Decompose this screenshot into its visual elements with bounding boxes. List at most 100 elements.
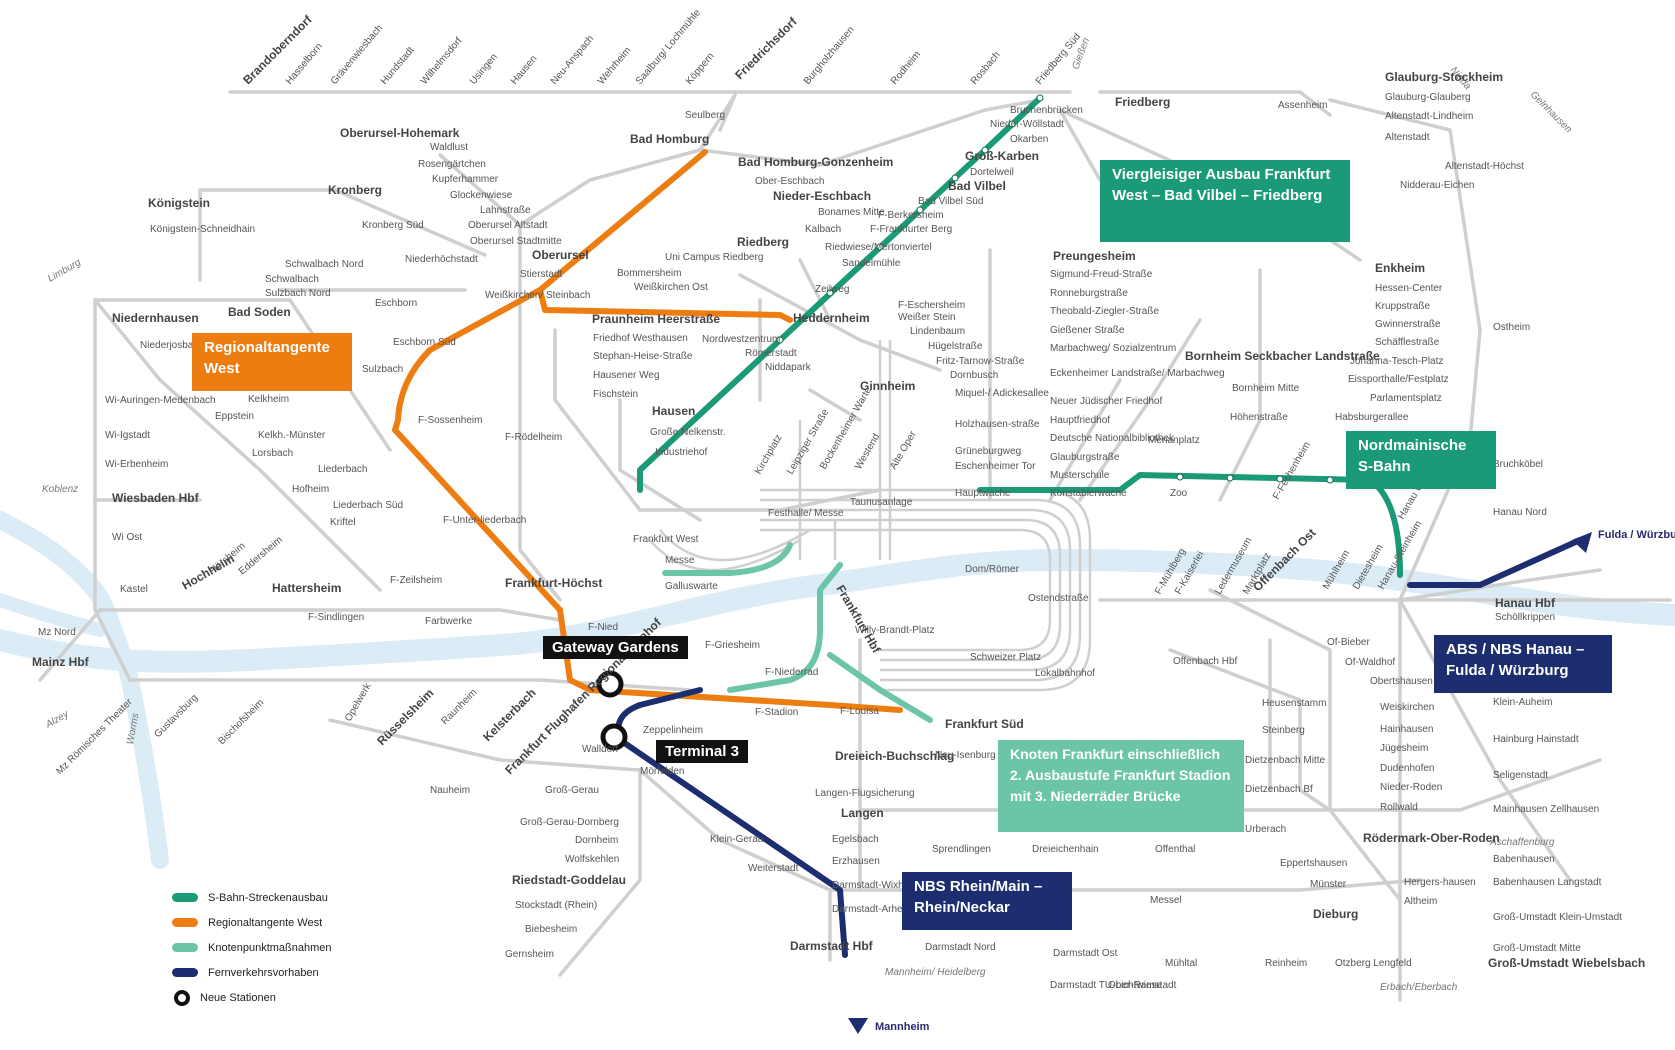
station-dietzenbach-mitte: Dietzenbach Mitte: [1245, 755, 1325, 766]
station-lorsbach: Lorsbach: [252, 448, 293, 459]
project-viergleisig-box[interactable]: Viergleisiger Ausbau Frankfurt West – Ba…: [1100, 160, 1350, 242]
station-hausen: Hausen: [652, 404, 695, 418]
station-alte-oper: Alte Oper: [888, 429, 919, 472]
station-bruchenbruecken: Bruchenbrücken: [1010, 105, 1083, 116]
station-parlamentsplatz: Parlamentsplatz: [1370, 393, 1442, 404]
station-johanna-tesch: Johanna-Tesch-Platz: [1350, 356, 1443, 367]
station-stockstadt: Stockstadt (Rhein): [515, 900, 597, 911]
station-arheilgen: Darmstadt-Arheilgen: [832, 904, 924, 915]
station-niederjosbach: Niederjosbach: [140, 340, 204, 351]
station-nidderau-eichen: Nidderau-Eichen: [1400, 180, 1475, 191]
station-hundstadt: Hundstadt: [379, 45, 417, 87]
station-bornheim: Bornheim Seckbacher Landstraße: [1185, 349, 1380, 363]
station-habsburgerallee: Habsburgerallee: [1335, 412, 1409, 423]
station-wi-igstadt: Wi-Igstadt: [105, 430, 150, 441]
station-eschersheim: F-Eschersheim: [898, 300, 965, 311]
station-industriehof: Industriehof: [655, 447, 707, 458]
station-f-sindlingen: F-Sindlingen: [308, 612, 364, 623]
legend-label-neu: Neue Stationen: [200, 991, 276, 1004]
river-main: [0, 548, 1675, 673]
station-kleingerau: Klein-Gerau: [710, 834, 763, 845]
legend-swatch-fern: [172, 968, 198, 977]
mannheim-arrow-icon: [848, 1018, 868, 1034]
station-hausen-ts: Hausen: [509, 53, 540, 86]
station-gonzenheim: Bad Homburg-Gonzenheim: [738, 155, 893, 169]
station-fechenheim: F-Fechenheim: [1271, 440, 1313, 501]
knoten-lines: [662, 542, 933, 723]
station-grueneburgweg: Grüneburgweg: [955, 446, 1021, 457]
station-dot: [1226, 474, 1234, 482]
station-dot: [1176, 473, 1184, 481]
station-hauptwache: Hauptwache: [955, 488, 1011, 499]
station-sandelmuehle: Sandelmühle: [842, 258, 901, 269]
station-miquel: Miquel-/ Adickesallee: [955, 388, 1049, 399]
station-friedberg: Friedberg: [1115, 95, 1170, 109]
station-messe: Messe: [665, 555, 695, 566]
station-dot: [916, 206, 924, 214]
station-willy-brandt: Willy-Brandt-Platz: [855, 625, 934, 636]
station-darmstadt-ost: Darmstadt Ost: [1053, 948, 1118, 959]
station-altheim: Altheim: [1404, 896, 1437, 907]
station-wi-auringen: Wi-Auringen-Medenbach: [105, 395, 216, 406]
station-eppertshausen: Eppertshausen: [1280, 858, 1347, 869]
station-babenhausen: Babenhausen: [1493, 854, 1555, 865]
legend-label-regional: Regionaltangente West: [208, 916, 323, 929]
central-tracks: [649, 340, 1092, 692]
station-ginnheim: Ginnheim: [860, 379, 915, 393]
station-gross-umstadt-klein: Groß-Umstadt Klein-Umstadt: [1493, 912, 1622, 923]
station-opelwerk: Opelwerk: [343, 681, 374, 724]
station-wiesbaden: Wiesbaden Hbf: [112, 491, 200, 505]
station-niddapark: Niddapark: [765, 362, 812, 373]
station-eddersheim: Eddersheim: [237, 535, 285, 578]
new-station-terminal3-ring[interactable]: [600, 723, 628, 751]
project-knoten-box[interactable]: Knoten Frankfurt einschließlich 2. Ausba…: [998, 740, 1244, 832]
station-dornberg: Groß-Gerau-Dornberg: [520, 817, 619, 828]
station-wixhausen: Darmstadt-Wixhausen: [832, 880, 931, 891]
new-station-gateway-ring[interactable]: [596, 670, 624, 698]
station-giessener: Gießener Straße: [1050, 325, 1125, 336]
station-westend: Westend: [853, 432, 882, 472]
station-hoechst: Frankfurt-Höchst: [505, 576, 602, 590]
station-egelsbach: Egelsbach: [832, 834, 879, 845]
station-seligenstadt: Seligenstadt: [1493, 770, 1548, 781]
station-hausener-weg: Hausener Weg: [593, 370, 660, 381]
project-nordmainische-box[interactable]: Nordmainische S-Bahn: [1346, 431, 1496, 489]
station-dortelweil: Dortelweil: [970, 167, 1014, 178]
station-bad-vilbel: Bad Vilbel: [948, 179, 1006, 193]
station-zoo: Zoo: [1170, 488, 1188, 499]
station-uni-campus: Uni Campus Riedberg: [665, 252, 763, 263]
station-louisa: F-Louisa: [840, 706, 879, 717]
station-stadion: F-Stadion: [755, 707, 798, 718]
station-schwalbach: Schwalbach: [265, 274, 319, 285]
station-juegesheim: Jügesheim: [1380, 743, 1428, 754]
project-knoten-label: Knoten Frankfurt einschließlich 2. Ausba…: [1010, 746, 1231, 804]
station-biebesheim: Biebesheim: [525, 924, 577, 935]
station-neuer-juedischer: Neuer Jüdischer Friedhof: [1050, 396, 1162, 407]
station-moerfelden: Mörfelden: [640, 766, 684, 777]
project-abs-nbs-box[interactable]: ABS / NBS Hanau – Fulda / Würzburg: [1434, 635, 1612, 693]
station-lahnstrasse: Lahnstraße: [480, 205, 531, 216]
regional-lines: [392, 149, 903, 713]
station-riedberg: Riedberg: [737, 235, 789, 249]
station-kastel: Kastel: [120, 584, 148, 595]
project-nbs-rhein-label: NBS Rhein/Main – Rhein/Neckar: [914, 878, 1043, 916]
station-dietzenbach-bf: Dietzenbach Bf: [1245, 784, 1313, 795]
station-dot: [951, 174, 959, 182]
station-gustavsburg: Gustavsburg: [152, 692, 200, 740]
project-nbs-rhein-box[interactable]: NBS Rhein/Main – Rhein/Neckar: [902, 872, 1072, 930]
legend-item-sbahn: S-Bahn-Streckenausbau: [172, 885, 332, 910]
regional-line-main: [392, 149, 903, 713]
station-obertshausen: Obertshausen: [1370, 676, 1433, 687]
station-nauheim: Nauheim: [430, 785, 470, 796]
station-zeilweg: Zeilweg: [815, 284, 849, 295]
station-burgholzhausen: Burgholzhausen: [802, 24, 857, 86]
station-altenstadt-hoechst: Altenstadt-Höchst: [1445, 161, 1524, 172]
project-regionaltangente-box[interactable]: Regionaltangente West: [192, 333, 352, 391]
station-f-zeilsheim: F-Zeilsheim: [390, 575, 442, 586]
legend-ring-icon: [174, 989, 190, 1006]
direction-gelnhausen: Gelnhausen: [1528, 89, 1574, 135]
knoten-line-brueckte: [827, 652, 933, 723]
station-friedrichsdorf: Friedrichsdorf: [732, 14, 800, 82]
station-mainhausen: Mainhausen Zellhausen: [1493, 804, 1599, 815]
station-wehrheim: Wehrheim: [596, 45, 634, 87]
